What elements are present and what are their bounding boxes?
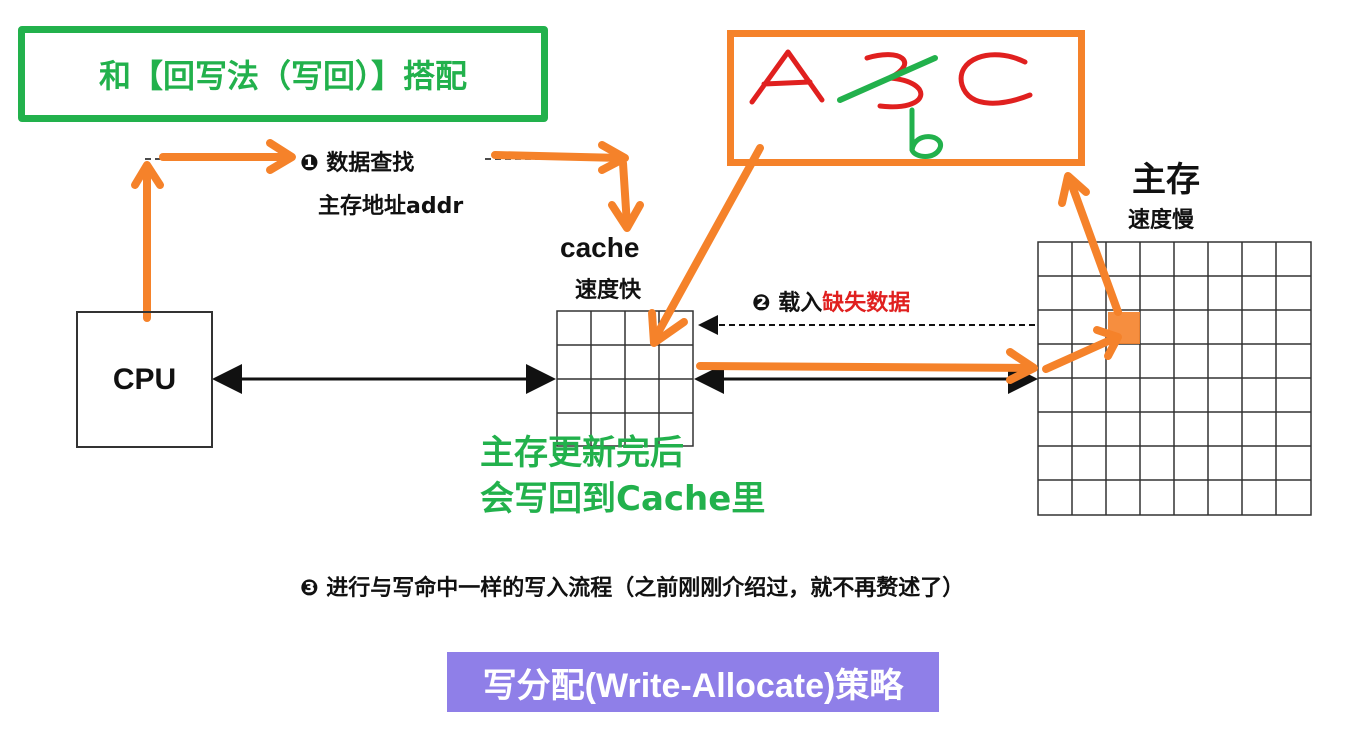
step2-label: ❷ 载入缺失数据 [752, 285, 910, 317]
main-memory-speed: 速度慢 [1128, 208, 1195, 233]
cpu-box: CPU [76, 311, 213, 448]
orange-arrows [131, 139, 1122, 384]
main-memory-title: 主存 [1132, 160, 1200, 200]
handwriting-letters [749, 49, 1033, 159]
cache-title: cache [560, 232, 640, 263]
cache-speed: 速度快 [575, 278, 642, 303]
step3-label: ❸ 进行与写命中一样的写入流程（之前刚刚介绍过，就不再赘述了） [300, 576, 965, 601]
step2-highlight: 缺失数据 [822, 291, 911, 316]
writeback-note-line1: 主存更新完后 [480, 433, 684, 473]
address-label: 主存地址addr [318, 194, 464, 219]
strategy-banner-text: 写分配(Write-Allocate)策略 [482, 666, 904, 705]
writeback-note-line2: 会写回到Cache里 [480, 479, 766, 519]
header-box-text: 和【回写法（写回）】搭配 [98, 57, 467, 95]
handwriting-box [727, 30, 1085, 166]
cpu-label: CPU [112, 362, 177, 396]
cache-grid [556, 310, 694, 447]
step2-prefix: ❷ 载入 [752, 291, 823, 316]
header-box: 和【回写法（写回）】搭配 [18, 26, 548, 122]
strategy-banner: 写分配(Write-Allocate)策略 [447, 652, 939, 712]
step1-label: ❶ 数据查找 [300, 151, 415, 176]
writeback-note: 主存更新完后 会写回到Cache里 [480, 430, 765, 522]
main-memory-grid [1037, 241, 1312, 516]
